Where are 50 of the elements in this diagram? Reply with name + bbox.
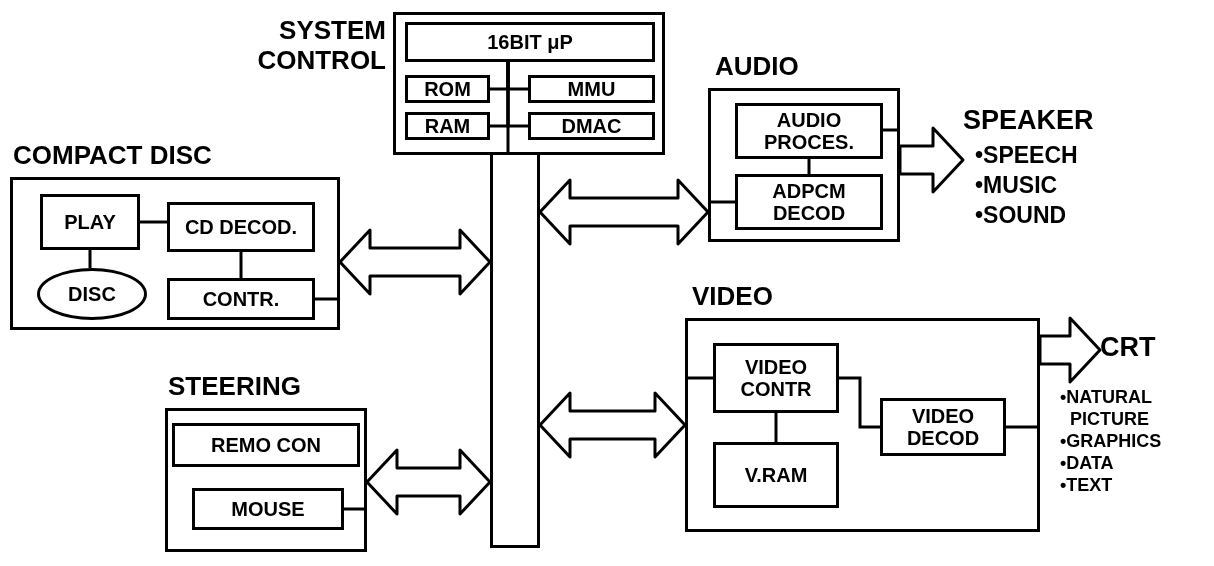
component-box: ROM [405, 75, 490, 103]
bullet-text: •SOUND [975, 201, 1068, 230]
connector-line [883, 128, 900, 132]
panel-heading: COMPACT DISC [13, 140, 212, 170]
component-box: RAM [405, 112, 490, 140]
bullet-text: •GRAPHICS [1060, 430, 1163, 452]
component-box: AUDIO PROCES. [735, 103, 883, 159]
component-box: REMO CON [172, 423, 360, 467]
double-block-arrow [538, 178, 710, 246]
component-box: VIDEO DECOD [880, 398, 1006, 456]
double-block-arrow [538, 391, 687, 459]
component-box: ADPCM DECOD [735, 174, 883, 230]
block-arrow [1038, 316, 1102, 384]
connector-line [315, 297, 340, 301]
connector-line [88, 250, 92, 268]
panel-heading: STEERING [168, 371, 301, 401]
connector-line [1006, 425, 1040, 429]
output-label: CRT [1100, 330, 1180, 370]
double-block-arrow [338, 228, 492, 296]
bullet-text: •TEXT [1060, 474, 1114, 496]
bullet-text: •DATA [1060, 452, 1115, 474]
bullet-text: •NATURAL PICTURE [1060, 386, 1153, 430]
double-block-arrow [365, 448, 492, 516]
output-label: SPEAKER [963, 103, 1123, 139]
disc-oval: DISC [37, 268, 147, 320]
connector-line [239, 252, 243, 278]
connector-line [506, 62, 510, 155]
panel-heading: SYSTEM CONTROL [256, 15, 386, 75]
component-box: 16BIT μP [405, 22, 655, 62]
component-box: CONTR. [167, 278, 315, 320]
block-arrow [898, 126, 965, 194]
connector-line [839, 376, 880, 429]
component-box: MOUSE [192, 488, 344, 530]
bullet-text: •SPEECH [975, 141, 1079, 170]
bullet-text: •MUSIC [975, 171, 1059, 200]
connector-line [774, 413, 778, 442]
component-box: CD DECOD. [167, 202, 315, 252]
component-box: PLAY [40, 194, 140, 250]
connector-line [685, 376, 713, 380]
bus-bar [490, 155, 540, 548]
component-box: MMU [528, 75, 655, 103]
panel-heading: AUDIO [715, 51, 799, 81]
connector-line [807, 159, 811, 174]
connector-line [708, 200, 735, 204]
connector-line [344, 507, 367, 511]
component-box: DMAC [528, 112, 655, 140]
connector-line [140, 220, 167, 224]
panel-heading: VIDEO [692, 281, 773, 311]
component-box: V.RAM [713, 442, 839, 508]
component-box: VIDEO CONTR [713, 343, 839, 413]
